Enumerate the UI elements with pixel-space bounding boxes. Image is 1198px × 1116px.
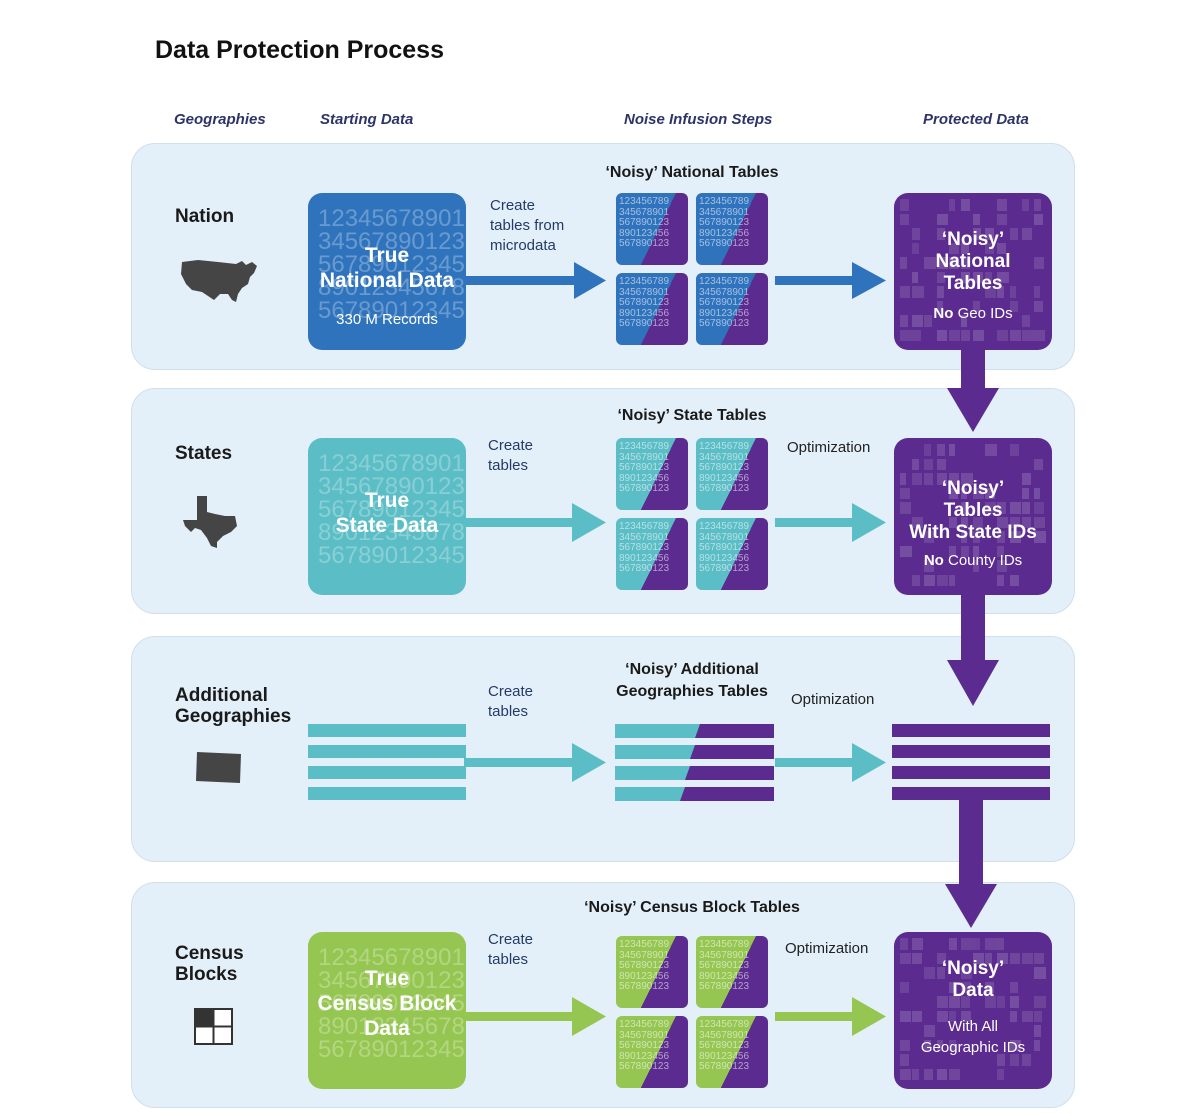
tables-title-census-blocks: ‘Noisy’ Census Block Tables [584,899,800,916]
optimization-label-states: Optimization [787,439,871,456]
arrow-additional-2-shaft [775,758,855,767]
down-arrow-head-3 [945,884,997,928]
protected-title-census-block: ‘Noisy’ Data [941,958,1005,1001]
number-pattern: 12345678901 34567890123 56789012345 8901… [318,944,465,1063]
protected-title-state: ‘Noisy’ Tables With State IDs [909,478,1037,543]
step-label-census-blocks: Create tables [488,931,534,968]
noisy-tables-nation: 123456789 345678901 567890123 890123456 … [616,193,770,347]
arrow-nation-1-head [574,262,606,299]
noisy-table-tile: 123456789 345678901 567890123 890123456 … [696,193,768,265]
arrow-blocks-1-shaft [464,1012,576,1021]
geo-label-states: States [175,443,233,464]
starting-title-census-block: True Census Block Data [317,967,457,1040]
protected-sub-national: No Geo IDs [933,305,1013,322]
noisy-table-tile: 123456789 345678901 567890123 890123456 … [616,438,688,510]
protected-box-state: ‘Noisy’ Tables With State IDs No County … [894,438,1052,595]
noisy-table-tile: 123456789 345678901 567890123 890123456 … [696,273,768,345]
protected-stripes-additional [892,724,1050,802]
column-header-geographies: Geographies [174,111,266,128]
arrow-blocks-1-head [572,997,606,1036]
noisy-table-tile: 123456789 345678901 567890123 890123456 … [696,936,768,1008]
noisy-table-tile: 123456789 345678901 567890123 890123456 … [616,1016,688,1088]
number-pattern: 12345678901 34567890123 56789012345 8901… [318,450,465,569]
down-arrow-shaft-3 [959,800,983,886]
noisy-table-tile: 123456789 345678901 567890123 890123456 … [616,193,688,265]
geo-label-additional: Additional Geographies [175,685,292,727]
arrow-additional-1-shaft [464,758,576,767]
protected-sub-census-block: With All Geographic IDs [920,1018,1026,1056]
step-label-additional: Create tables [488,683,534,720]
starting-box-state: 12345678901 34567890123 56789012345 8901… [308,438,466,595]
noisy-tables-states: 123456789 345678901 567890123 890123456 … [616,438,770,592]
down-arrow-shaft-1 [961,350,985,390]
step-label-nation: Create tables from microdata [490,197,565,254]
starting-box-census-block: 12345678901 34567890123 56789012345 8901… [308,932,466,1089]
noisy-table-tile: 123456789 345678901 567890123 890123456 … [696,438,768,510]
optimization-label-additional: Optimization [791,691,875,708]
noisy-table-tile: 123456789 345678901 567890123 890123456 … [696,518,768,590]
down-arrow-shaft-2 [961,594,985,662]
colorado-map-icon [196,752,241,783]
starting-stripes-additional [308,724,466,802]
noisy-table-tile: 123456789 345678901 567890123 890123456 … [696,1016,768,1088]
column-header-starting-data: Starting Data [320,111,414,128]
arrow-nation-1-shaft [464,276,576,285]
column-header-protected-data: Protected Data [923,111,1029,128]
noisy-table-tile: 123456789 345678901 567890123 890123456 … [616,518,688,590]
column-header-noise-infusion: Noise Infusion Steps [624,111,773,128]
arrow-nation-2-shaft [775,276,855,285]
noisy-tables-census-blocks: 123456789 345678901 567890123 890123456 … [616,936,770,1090]
texas-map-icon [183,496,237,548]
noisy-table-tile: 123456789 345678901 567890123 890123456 … [616,273,688,345]
geo-label-census-blocks: Census Blocks [175,943,244,985]
arrow-additional-1-head [572,743,606,782]
arrow-nation-2-head [852,262,886,299]
arrow-states-1-shaft [464,518,576,527]
arrow-blocks-2-shaft [775,1012,855,1021]
geo-label-nation: Nation [175,206,235,227]
page-title: Data Protection Process [155,36,444,64]
optimization-label-census-blocks: Optimization [785,940,869,957]
arrow-states-2-head [852,503,886,542]
protected-box-census-block: ‘Noisy’ Data With All Geographic IDs [894,932,1052,1089]
arrow-additional-2-head [852,743,886,782]
starting-title-state: True State Data [335,489,439,537]
arrow-blocks-2-head [852,997,886,1036]
protected-box-national: ‘Noisy’ National Tables No Geo IDs [894,193,1052,350]
pixel-mosaic [900,938,1046,1083]
noisy-table-tile: 123456789 345678901 567890123 890123456 … [616,936,688,1008]
protected-sub-state: No County IDs [923,552,1023,569]
tables-title-nation: ‘Noisy’ National Tables [605,164,779,181]
number-pattern: 12345678901 34567890123 56789012345 8901… [318,205,465,324]
tables-title-states: ‘Noisy’ State Tables [617,407,767,424]
arrow-states-1-head [572,503,606,542]
down-arrow-head-2 [947,660,999,706]
arrow-states-2-shaft [775,518,855,527]
census-block-grid-icon [194,1008,233,1045]
down-arrow-head-1 [947,388,999,432]
noisy-stripes-additional [615,724,774,801]
step-label-states: Create tables [488,437,534,474]
starting-box-national: 12345678901 34567890123 56789012345 8901… [308,193,466,350]
starting-sub-national: 330 M Records [336,311,438,328]
tables-title-additional: ‘Noisy’ Additional Geographies Tables [616,661,768,700]
usa-map-icon [181,260,257,302]
pixel-mosaic [900,444,1046,589]
protected-title-national: ‘Noisy’ National Tables [935,229,1011,294]
pixel-mosaic [900,199,1046,344]
starting-title-national: True National Data [319,244,455,292]
